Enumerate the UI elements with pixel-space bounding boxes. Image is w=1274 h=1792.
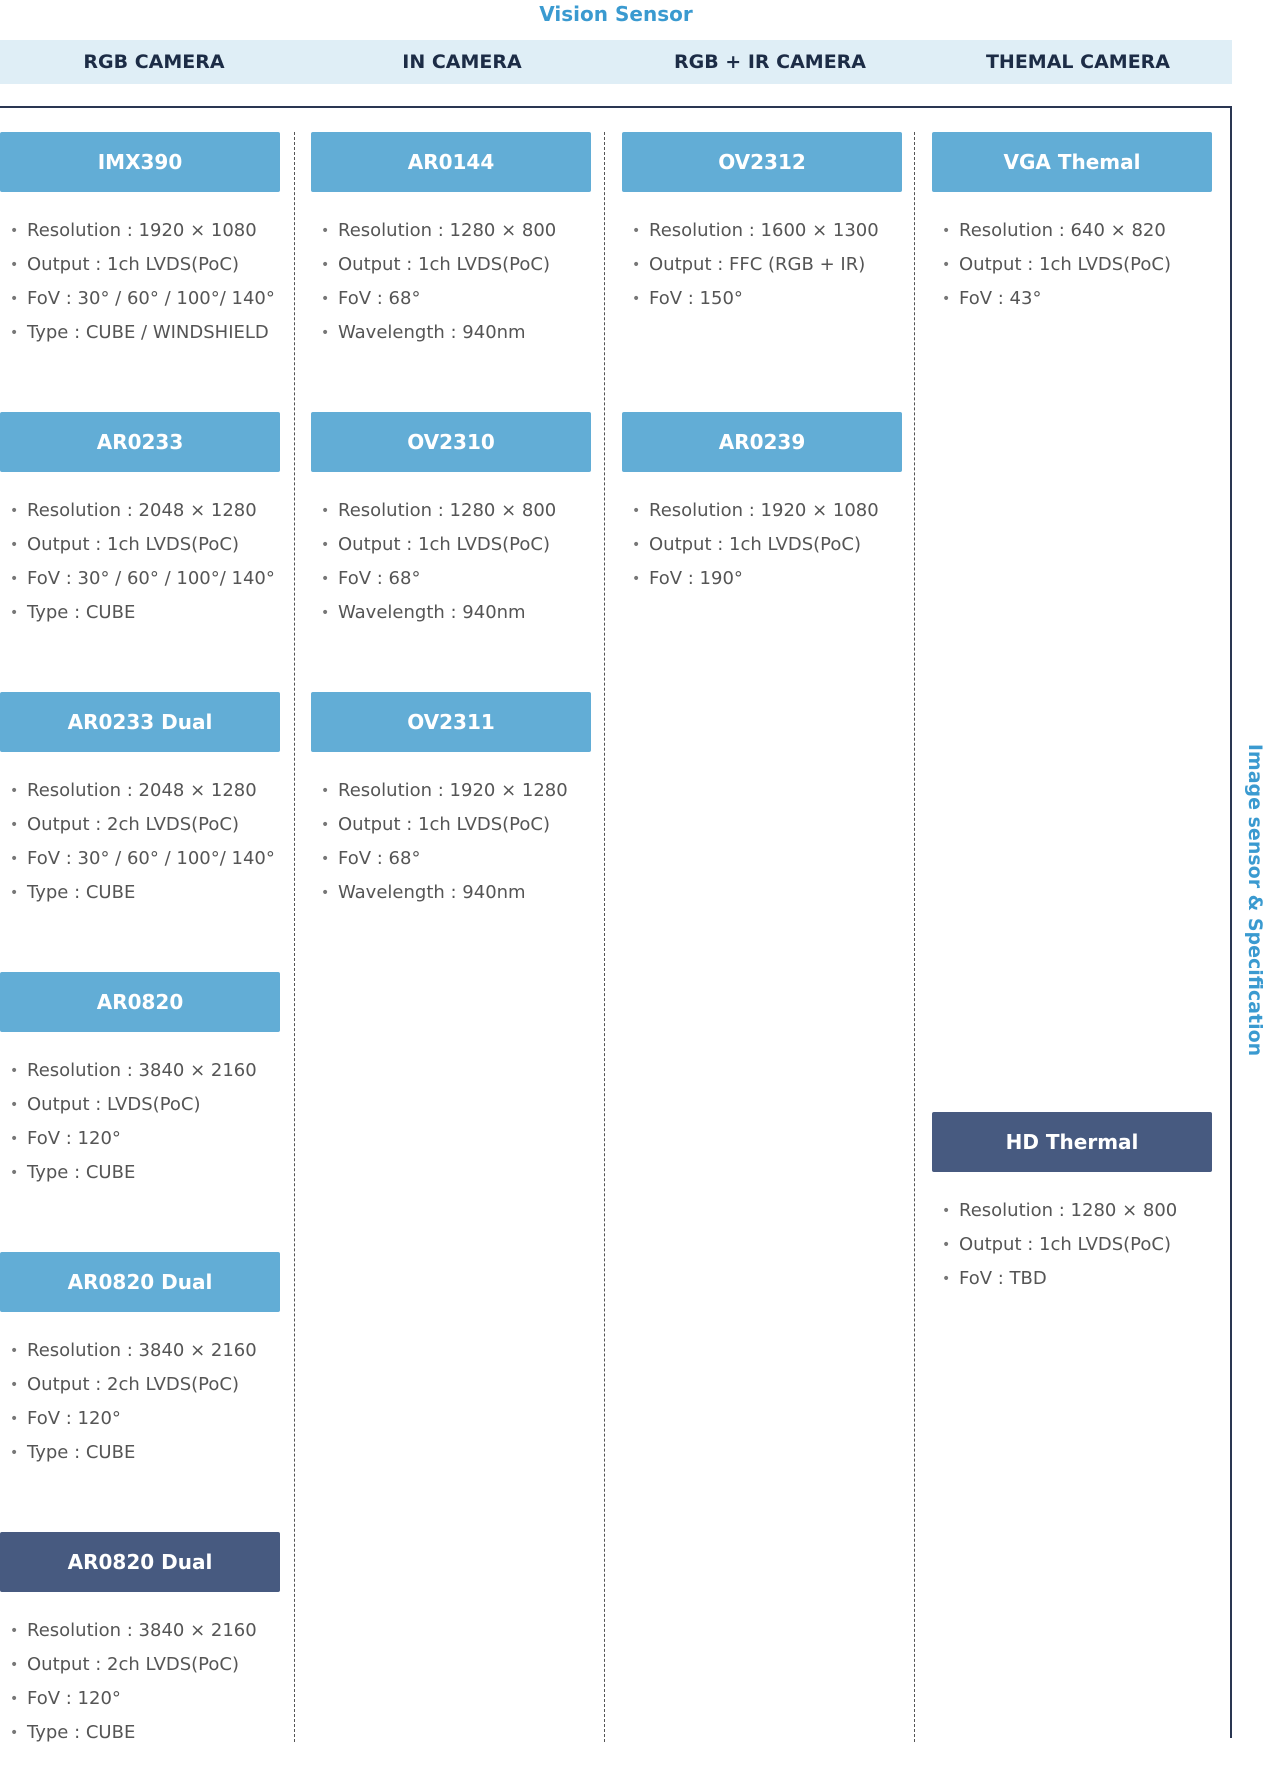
spec-item: Resolution : 1280 × 800 — [321, 494, 591, 528]
sensor-card: AR0820 DualResolution : 3840 × 2160Outpu… — [0, 1532, 280, 1750]
sensor-card: HD ThermalResolution : 1280 × 800Output … — [932, 1112, 1212, 1296]
sensor-name-header: AR0144 — [311, 132, 591, 192]
spec-item: Output : 1ch LVDS(PoC) — [321, 808, 591, 842]
spec-item: Type : CUBE — [10, 596, 280, 630]
spec-item: Type : CUBE / WINDSHIELD — [10, 316, 280, 350]
spec-item: Output : 1ch LVDS(PoC) — [10, 528, 280, 562]
spec-item: Output : 2ch LVDS(PoC) — [10, 808, 280, 842]
column-divider — [914, 132, 915, 1742]
spec-list: Resolution : 2048 × 1280Output : 1ch LVD… — [0, 494, 280, 630]
spec-list: Resolution : 1920 × 1080Output : 1ch LVD… — [0, 214, 280, 350]
category-header-rgb: RGB CAMERA — [83, 51, 225, 73]
spec-item: Resolution : 640 × 820 — [942, 214, 1212, 248]
spec-list: Resolution : 2048 × 1280Output : 2ch LVD… — [0, 774, 280, 910]
category-header-in: IN CAMERA — [402, 51, 522, 73]
spec-item: Resolution : 1920 × 1080 — [10, 214, 280, 248]
spec-item: Resolution : 3840 × 2160 — [10, 1054, 280, 1088]
sensor-name-header: OV2310 — [311, 412, 591, 472]
spec-item: FoV : 68° — [321, 842, 591, 876]
spec-item: Output : 1ch LVDS(PoC) — [632, 528, 902, 562]
sensor-name-header: AR0820 Dual — [0, 1532, 280, 1592]
spec-list: Resolution : 1280 × 800Output : 1ch LVDS… — [311, 494, 591, 630]
sensor-card: OV2312Resolution : 1600 × 1300Output : F… — [622, 132, 902, 316]
sensor-card: OV2310Resolution : 1280 × 800Output : 1c… — [311, 412, 591, 630]
spec-item: Output : 2ch LVDS(PoC) — [10, 1368, 280, 1402]
column-divider — [604, 132, 605, 1742]
spec-item: Wavelength : 940nm — [321, 316, 591, 350]
spec-item: Resolution : 2048 × 1280 — [10, 494, 280, 528]
sensor-name-header: OV2312 — [622, 132, 902, 192]
spec-item: Output : 2ch LVDS(PoC) — [10, 1648, 280, 1682]
spec-item: Resolution : 1280 × 800 — [321, 214, 591, 248]
sensor-card: VGA ThemalResolution : 640 × 820Output :… — [932, 132, 1212, 316]
spec-item: Resolution : 1920 × 1080 — [632, 494, 902, 528]
category-header-bar: RGB CAMERA IN CAMERA RGB + IR CAMERA THE… — [0, 40, 1232, 84]
spec-item: Resolution : 1600 × 1300 — [632, 214, 902, 248]
sensor-name-header: IMX390 — [0, 132, 280, 192]
spec-item: Output : 1ch LVDS(PoC) — [942, 248, 1212, 282]
spec-item: Type : CUBE — [10, 1716, 280, 1750]
sensor-card: AR0233 DualResolution : 2048 × 1280Outpu… — [0, 692, 280, 910]
spec-item: FoV : TBD — [942, 1262, 1212, 1296]
spec-item: Resolution : 2048 × 1280 — [10, 774, 280, 808]
spec-item: Output : 1ch LVDS(PoC) — [942, 1228, 1212, 1262]
spec-item: FoV : 150° — [632, 282, 902, 316]
spec-list: Resolution : 3840 × 2160Output : 2ch LVD… — [0, 1334, 280, 1470]
spec-list: Resolution : 1920 × 1280Output : 1ch LVD… — [311, 774, 591, 910]
spec-item: Output : LVDS(PoC) — [10, 1088, 280, 1122]
spec-item: Type : CUBE — [10, 876, 280, 910]
sensor-card: AR0144Resolution : 1280 × 800Output : 1c… — [311, 132, 591, 350]
spec-item: Type : CUBE — [10, 1436, 280, 1470]
sensor-name-header: AR0233 — [0, 412, 280, 472]
frame-top-border — [0, 106, 1232, 108]
spec-item: Output : 1ch LVDS(PoC) — [321, 248, 591, 282]
spec-list: Resolution : 1600 × 1300Output : FFC (RG… — [622, 214, 902, 316]
spec-list: Resolution : 1280 × 800Output : 1ch LVDS… — [311, 214, 591, 350]
sensor-name-header: OV2311 — [311, 692, 591, 752]
sensor-name-header: AR0820 — [0, 972, 280, 1032]
spec-item: Output : 1ch LVDS(PoC) — [321, 528, 591, 562]
sensor-name-header: HD Thermal — [932, 1112, 1212, 1172]
spec-list: Resolution : 3840 × 2160Output : 2ch LVD… — [0, 1614, 280, 1750]
sensor-name-header: VGA Themal — [932, 132, 1212, 192]
category-header-rgb-ir: RGB + IR CAMERA — [673, 51, 867, 73]
sensor-card: IMX390Resolution : 1920 × 1080Output : 1… — [0, 132, 280, 350]
spec-item: FoV : 120° — [10, 1402, 280, 1436]
spec-item: FoV : 190° — [632, 562, 902, 596]
spec-item: Resolution : 3840 × 2160 — [10, 1614, 280, 1648]
spec-item: Output : FFC (RGB + IR) — [632, 248, 902, 282]
side-label: Image sensor & Specification — [1244, 743, 1266, 1057]
spec-list: Resolution : 1280 × 800Output : 1ch LVDS… — [932, 1194, 1212, 1296]
spec-item: Wavelength : 940nm — [321, 876, 591, 910]
spec-list: Resolution : 1920 × 1080Output : 1ch LVD… — [622, 494, 902, 596]
spec-item: Type : CUBE — [10, 1156, 280, 1190]
category-header-thermal: THEMAL CAMERA — [985, 51, 1171, 73]
spec-item: Output : 1ch LVDS(PoC) — [10, 248, 280, 282]
spec-item: FoV : 30° / 60° / 100°/ 140° — [10, 562, 280, 596]
spec-list: Resolution : 640 × 820Output : 1ch LVDS(… — [932, 214, 1212, 316]
spec-item: Resolution : 1920 × 1280 — [321, 774, 591, 808]
sensor-card: AR0820Resolution : 3840 × 2160Output : L… — [0, 972, 280, 1190]
spec-item: FoV : 30° / 60° / 100°/ 140° — [10, 842, 280, 876]
spec-item: Wavelength : 940nm — [321, 596, 591, 630]
spec-item: FoV : 30° / 60° / 100°/ 140° — [10, 282, 280, 316]
spec-item: FoV : 120° — [10, 1122, 280, 1156]
sensor-name-header: AR0233 Dual — [0, 692, 280, 752]
spec-item: FoV : 68° — [321, 562, 591, 596]
spec-list: Resolution : 3840 × 2160Output : LVDS(Po… — [0, 1054, 280, 1190]
spec-item: Resolution : 1280 × 800 — [942, 1194, 1212, 1228]
sensor-card: AR0239Resolution : 1920 × 1080Output : 1… — [622, 412, 902, 596]
spec-item: FoV : 120° — [10, 1682, 280, 1716]
sensor-card: AR0820 DualResolution : 3840 × 2160Outpu… — [0, 1252, 280, 1470]
sensor-name-header: AR0820 Dual — [0, 1252, 280, 1312]
page-title: Vision Sensor — [539, 2, 693, 26]
frame-right-border — [1230, 106, 1232, 1738]
spec-item: Resolution : 3840 × 2160 — [10, 1334, 280, 1368]
column-divider — [294, 132, 295, 1742]
spec-item: FoV : 68° — [321, 282, 591, 316]
spec-item: FoV : 43° — [942, 282, 1212, 316]
sensor-card: AR0233Resolution : 2048 × 1280Output : 1… — [0, 412, 280, 630]
sensor-card: OV2311Resolution : 1920 × 1280Output : 1… — [311, 692, 591, 910]
sensor-name-header: AR0239 — [622, 412, 902, 472]
